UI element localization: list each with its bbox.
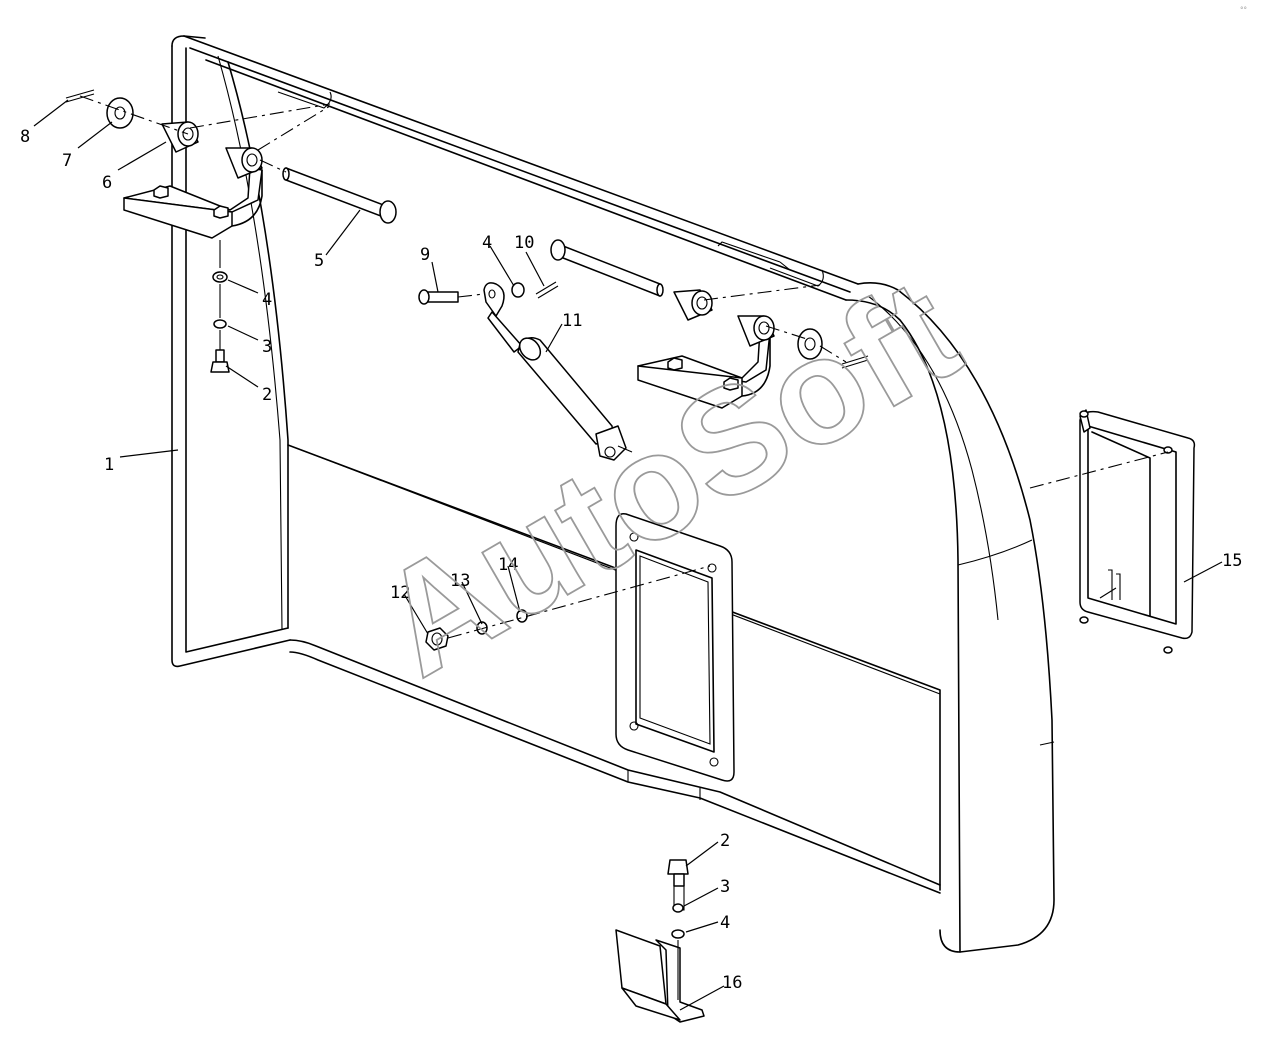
callout-14: 14 [498,555,518,575]
callout-9: 9 [420,245,430,265]
callout-4-bottom: 4 [720,913,730,933]
callout-6: 6 [102,173,112,193]
bottom-bracket [615,859,705,1023]
callout-4-left: 4 [262,290,272,310]
callout-3-top: 3 [262,337,272,357]
callout-5: 5 [314,251,324,271]
callout-16: 16 [722,973,742,993]
access-opening-frame [615,513,735,782]
left-hinge-assembly [65,89,397,373]
callout-4-strut: 4 [482,233,492,253]
callout-8: 8 [20,127,30,147]
display-module [1029,409,1196,654]
callout-2-top: 2 [262,385,272,405]
lower-fasteners [425,565,711,651]
callout-2-bottom: 2 [720,831,730,851]
callout-3-bottom: 3 [720,877,730,897]
main-panel [171,35,1055,953]
callout-15: 15 [1222,551,1242,571]
callout-11: 11 [562,311,582,331]
callout-7: 7 [62,151,72,171]
leader-lines [33,99,1223,1011]
callout-10: 10 [514,233,534,253]
corner-mark: °° [1240,6,1247,14]
callout-1: 1 [104,455,114,475]
callout-12: 12 [390,583,410,603]
right-hinge-assembly [550,239,869,409]
callout-13: 13 [450,571,470,591]
gas-strut-assembly [418,281,633,461]
callout-labels: 1 2 2 3 3 4 4 4 5 6 7 8 9 10 11 12 13 14… [20,127,1242,993]
